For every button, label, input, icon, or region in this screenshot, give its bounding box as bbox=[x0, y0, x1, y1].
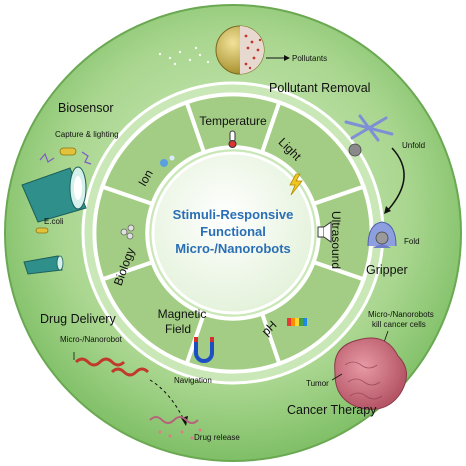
pollutants-label: Pollutants bbox=[292, 54, 327, 63]
tumor-illustration bbox=[331, 330, 407, 410]
gripper-illustration bbox=[344, 114, 405, 248]
navigation-label: Navigation bbox=[174, 376, 212, 385]
cell-icon bbox=[120, 224, 135, 240]
lightning-icon bbox=[289, 173, 303, 196]
unfold-label: Unfold bbox=[402, 141, 425, 150]
capture-lighting-label: Capture & lighting bbox=[55, 130, 119, 139]
label-magnetic-line2: Field bbox=[165, 322, 191, 336]
center-title-line2: Functional bbox=[200, 224, 266, 239]
center-title-line3: Micro-/Nanorobots bbox=[175, 241, 291, 256]
center-disc bbox=[151, 151, 315, 315]
label-magnetic-line1: Magnetic bbox=[158, 307, 207, 321]
segment-ion bbox=[99, 99, 207, 207]
drug-delivery-illustration bbox=[73, 352, 202, 440]
kill-cancer-line2: kill cancer cells bbox=[372, 320, 426, 329]
micro-nanorobot-label: Micro-/Nanorobot bbox=[60, 335, 123, 344]
fold-label: Fold bbox=[404, 237, 420, 246]
thermometer-icon bbox=[228, 130, 237, 148]
ph-strip-icon bbox=[287, 318, 307, 326]
kill-cancer-line1: Micro-/Nanorobots bbox=[368, 310, 434, 319]
tumor-label: Tumor bbox=[306, 379, 329, 388]
label-ultrasound: Ultrasound bbox=[329, 211, 343, 269]
pollutant-removal-title: Pollutant Removal bbox=[269, 81, 370, 95]
center-title-line1: Stimuli-Responsive bbox=[173, 207, 294, 222]
cancer-therapy-title: Cancer Therapy bbox=[287, 403, 377, 417]
drug-release-label: Drug release bbox=[194, 433, 240, 442]
biosensor-illustration bbox=[21, 147, 92, 275]
speaker-icon bbox=[317, 221, 332, 243]
biosensor-title: Biosensor bbox=[58, 101, 114, 115]
label-temperature: Temperature bbox=[199, 114, 267, 128]
ion-icon bbox=[160, 155, 175, 167]
gripper-title: Gripper bbox=[366, 263, 408, 277]
magnet-icon bbox=[194, 337, 214, 363]
ecoli-label: E.coli bbox=[44, 217, 64, 226]
drug-delivery-title: Drug Delivery bbox=[40, 312, 116, 326]
pollutant-removal-illustration bbox=[158, 25, 290, 75]
